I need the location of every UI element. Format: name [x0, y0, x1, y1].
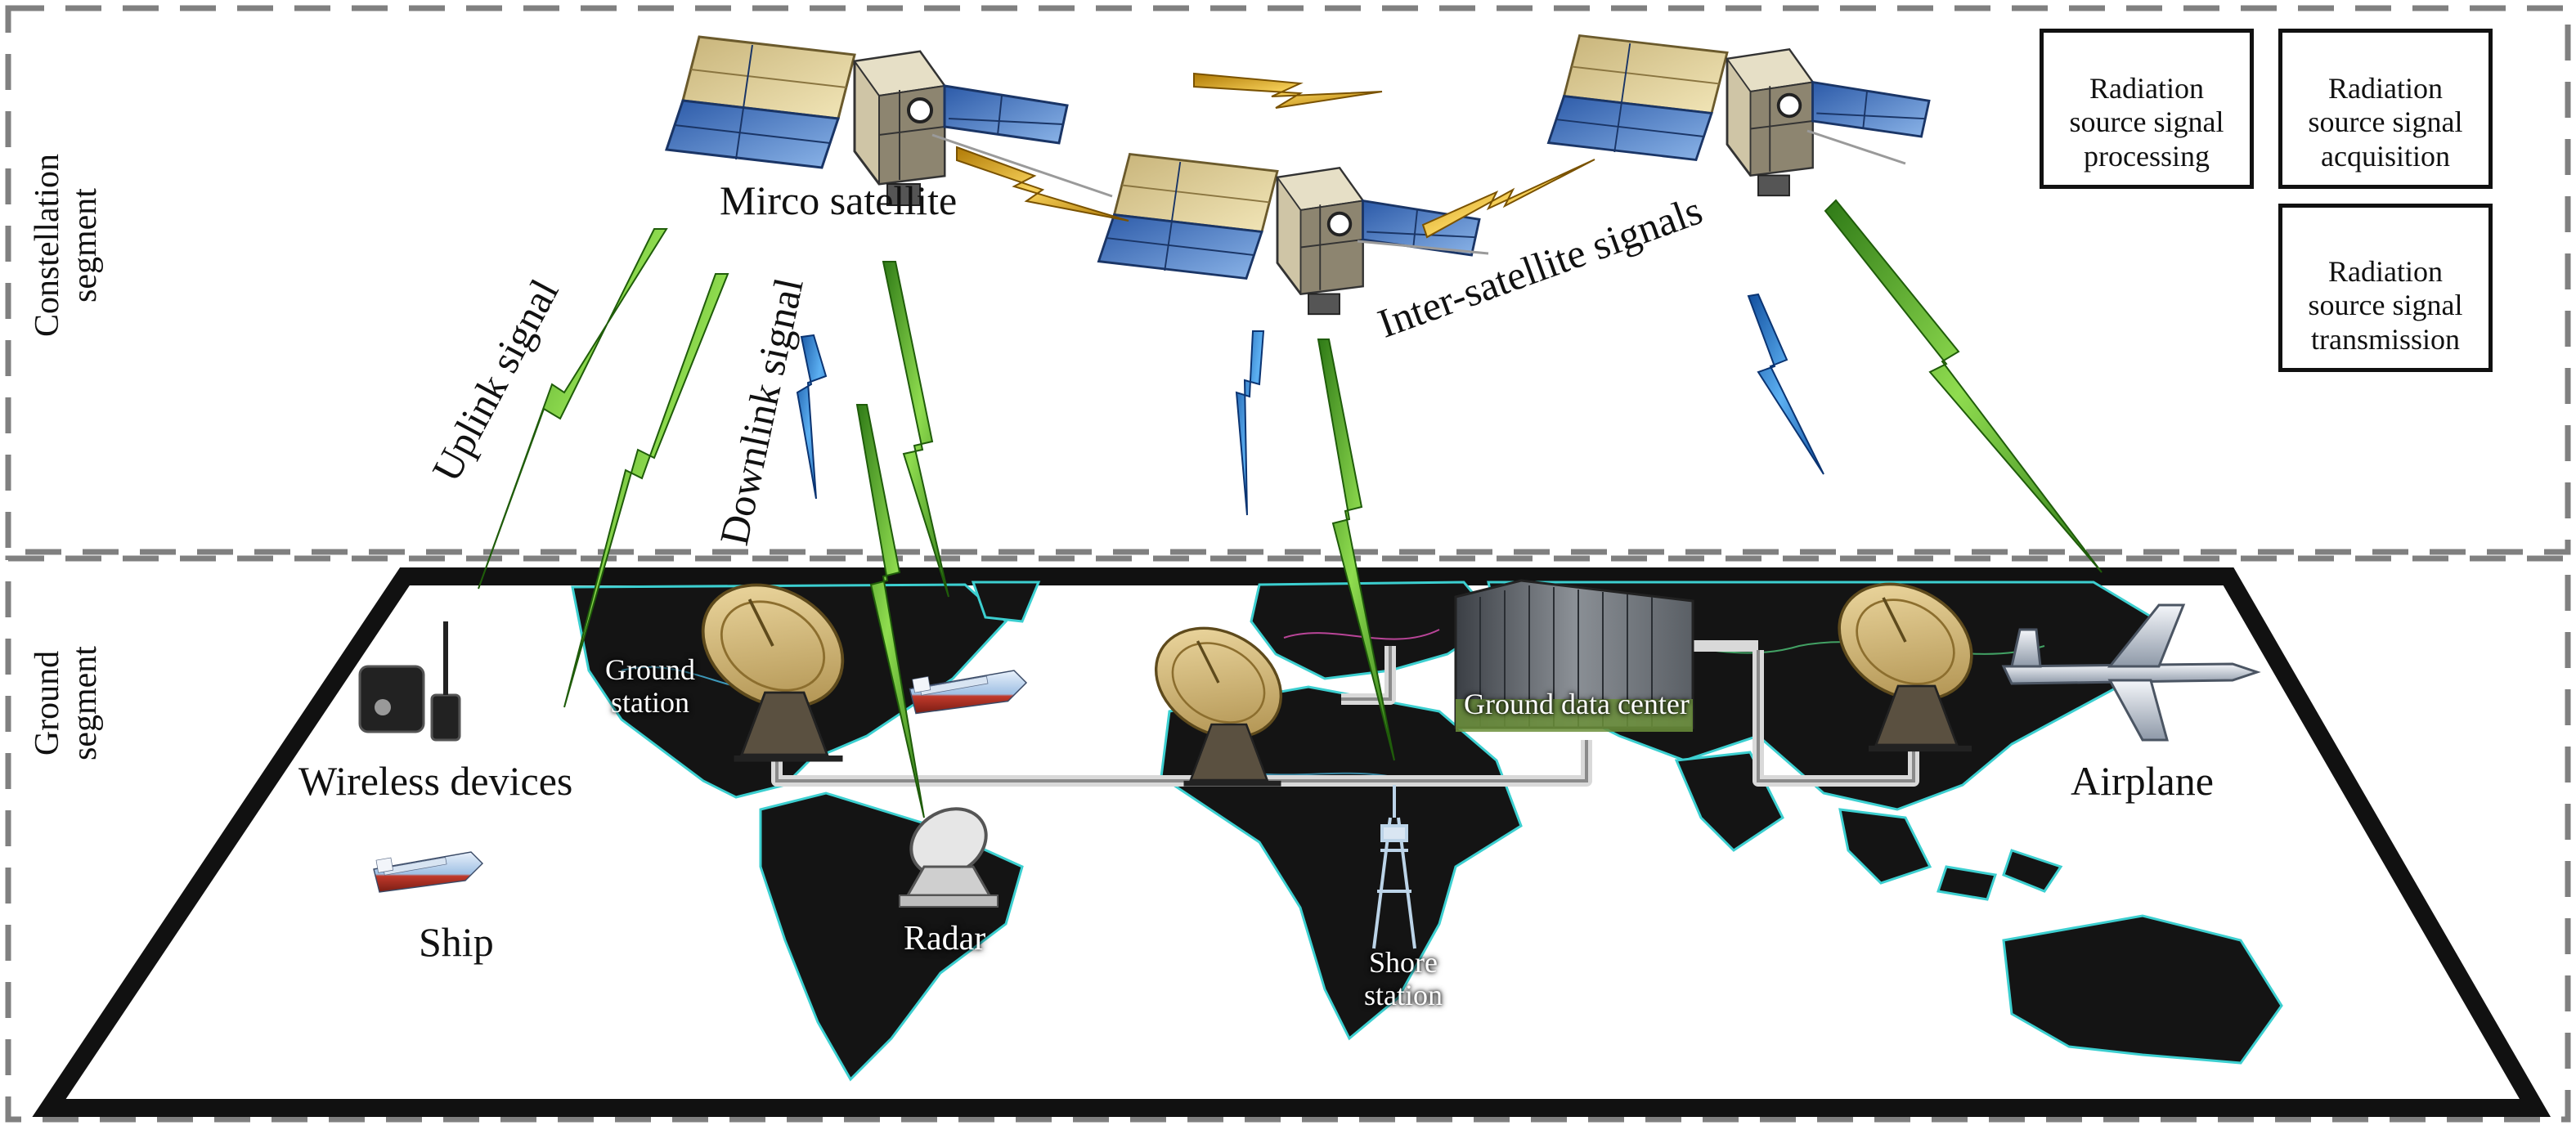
legend-transmission-line: Radiation: [2328, 255, 2443, 288]
legend-transmission-line: transmission: [2310, 322, 2460, 356]
shore-station-tower-icon: [1372, 785, 1416, 949]
ground-segment-line: segment: [66, 646, 105, 760]
wireless-devices-label: Wireless devices: [298, 758, 573, 804]
micro-satellite-icon: [1546, 34, 1931, 198]
shore-station-line: station: [1364, 978, 1443, 1011]
ground-station-label: Ground station: [605, 653, 695, 719]
southeast-asia-land: [1838, 808, 1932, 885]
shore-station-label: Shore station: [1364, 946, 1443, 1011]
world-map: [32, 567, 2551, 1117]
ground-data-center-label: Ground data center: [1464, 688, 1690, 720]
ground-station-line: station: [611, 685, 689, 719]
ground-segment-label: Ground segment: [29, 581, 104, 826]
constellation-segment-line: segment: [66, 188, 105, 303]
greenland-land: [971, 581, 1041, 623]
legend-transmission-box: Radiation source signal transmission: [2278, 204, 2493, 372]
acquisition-bolt-icon: [478, 199, 2103, 818]
airplane-icon: [2001, 603, 2261, 742]
legend-acquisition-line: Radiation: [2328, 72, 2443, 105]
transmission-bolt-icon: [796, 293, 1824, 516]
legend-processing-line: Radiation: [2089, 72, 2204, 105]
constellation-segment-label: Constellation segment: [29, 106, 104, 384]
radar-label: Radar: [904, 920, 986, 957]
constellation-frame: [5, 5, 2571, 555]
constellation-segment-line: Constellation: [29, 154, 66, 337]
ground-data-center-icon: [1454, 579, 1694, 732]
radar-icon: [899, 807, 999, 908]
ground-segment-line: Ground: [29, 650, 66, 756]
legend-acquisition-line: source signal: [2308, 105, 2463, 139]
wireless-devices-icon: [358, 621, 461, 742]
inter-satellite-bolt-icon: [956, 72, 1595, 239]
ship-label: Ship: [419, 919, 494, 965]
legend-processing-line: processing: [2084, 139, 2210, 173]
legend-acquisition-box: Radiation source signal acquisition: [2278, 29, 2493, 189]
australia-land: [2002, 914, 2283, 1065]
legend-processing-box: Radiation source signal processing: [2040, 29, 2254, 189]
shore-station-line: Shore: [1369, 946, 1438, 979]
ground-frame: [5, 555, 2571, 1123]
island-land: [1936, 865, 1997, 901]
legend-transmission-line: source signal: [2308, 289, 2463, 322]
ground-station-line: Ground: [605, 653, 695, 686]
airplane-label: Airplane: [2071, 758, 2214, 804]
island-land: [2002, 849, 2063, 893]
micro-satellite-label: Mirco satellite: [720, 177, 958, 223]
legend-processing-line: source signal: [2069, 105, 2224, 139]
legend-acquisition-line: acquisition: [2321, 139, 2450, 173]
